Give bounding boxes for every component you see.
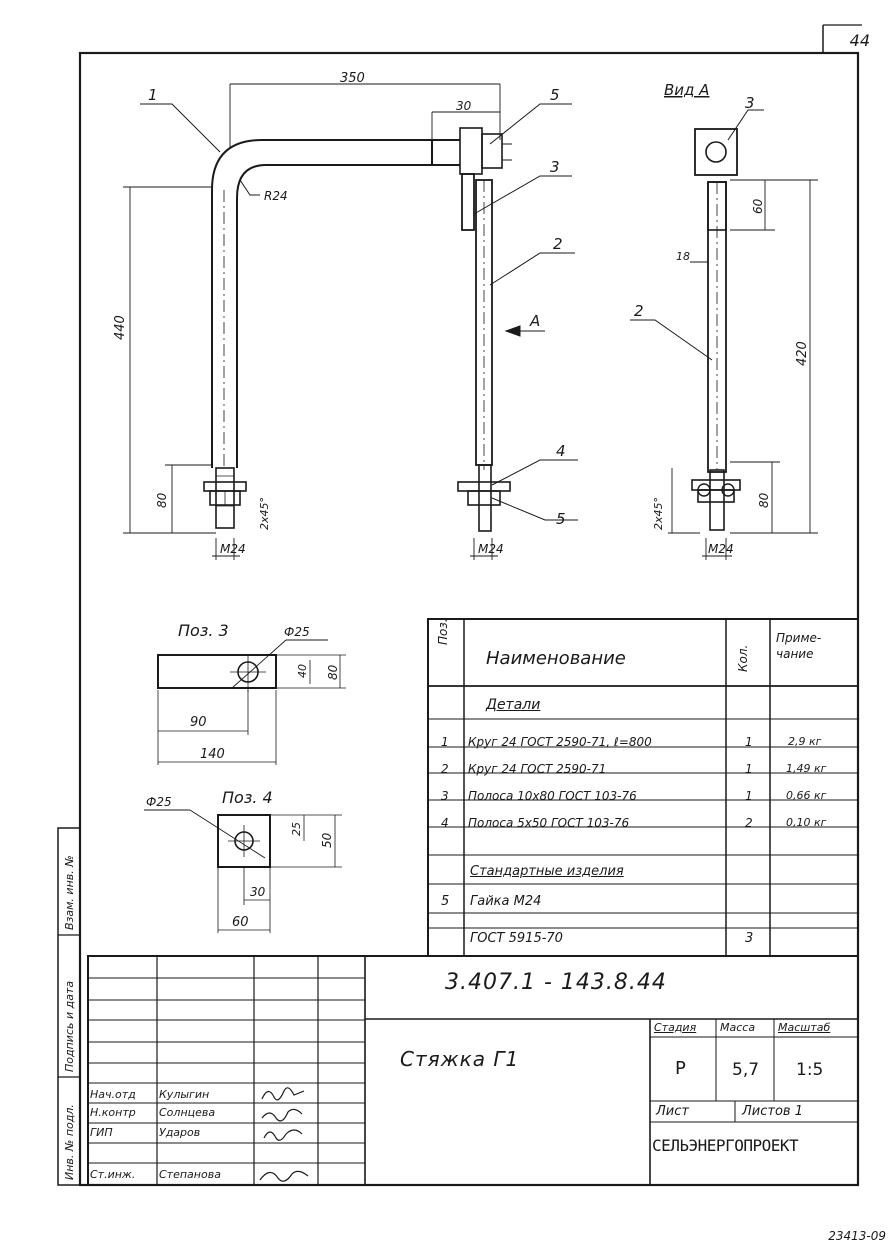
dim-m24-middle: M24: [478, 542, 504, 556]
dim-440: 440: [113, 315, 128, 340]
callout-3-view: 3: [745, 94, 755, 112]
stamp-signature-date: Подпись и дата: [63, 981, 76, 1072]
table-row-note: 0,10 кг: [786, 816, 827, 829]
stamp-inv-no: Инв. № подл.: [63, 1104, 76, 1180]
table-header-pos: Поз.: [436, 618, 450, 645]
stage-label: Стадия: [654, 1021, 697, 1034]
pos4-title: Поз. 4: [222, 788, 273, 807]
pos3-dim-40: 40: [296, 664, 309, 678]
callout-2: 2: [553, 235, 563, 253]
table-row-note: 2,9 кг: [788, 735, 822, 748]
leader-lines: [140, 103, 764, 521]
sheet-frame: [57, 24, 862, 1187]
archive-code: 23413-09: [828, 1229, 886, 1243]
table-row-pos: 3: [441, 789, 449, 803]
pos4-drawing: [144, 809, 342, 933]
dim-30: 30: [456, 99, 472, 113]
table-row-name: Гайка М24: [470, 894, 542, 909]
staff-role: ГИП: [90, 1126, 113, 1139]
pos3-drawing: [157, 639, 346, 765]
dim-60: 60: [751, 198, 765, 214]
scale-value: 1:5: [796, 1060, 824, 1080]
table-row-name: ГОСТ 5915-70: [470, 931, 563, 946]
table-row-note: 1,49 кг: [786, 762, 827, 775]
callout-2-view: 2: [634, 302, 644, 320]
stage-value: Р: [675, 1058, 686, 1079]
mass-label: Масса: [720, 1021, 756, 1034]
table-row-name: Круг 24 ГОСТ 2590-71, ℓ=800: [468, 735, 652, 749]
table-section-standard: Стандартные изделия: [470, 864, 624, 879]
pos3-dim-140: 140: [200, 747, 225, 762]
staff-name: Степанова: [159, 1168, 221, 1181]
view-a-label: Вид А: [664, 81, 709, 99]
stamp-replace-inv: Взам. инв. №: [63, 855, 76, 930]
organization-name: СЕЛЬЭНЕРГОПРОЕКТ: [652, 1136, 799, 1155]
staff-role: Нач.отд: [90, 1088, 136, 1101]
pos3-title: Поз. 3: [178, 621, 229, 640]
staff-role: Ст.инж.: [90, 1168, 136, 1181]
table-row-qty: 1: [745, 762, 753, 776]
pos3-dim-80: 80: [326, 664, 340, 680]
table-row-pos: 5: [441, 894, 450, 909]
dimension-lines: [123, 83, 818, 560]
sheet-label: Лист: [656, 1104, 689, 1119]
bolt-second-view: [457, 173, 511, 532]
pos4-diameter: Ф25: [146, 795, 172, 809]
dim-420: 420: [795, 341, 810, 366]
pos4-dim-30: 30: [250, 885, 266, 899]
pos4-dim-60: 60: [232, 915, 249, 930]
view-a: [691, 128, 741, 531]
pos3-dim-90: 90: [190, 715, 207, 730]
callout-5-bottom: 5: [556, 510, 566, 528]
table-row-qty: 3: [745, 931, 754, 946]
dim-r24: R24: [264, 189, 288, 203]
table-row-name: Полоса 5х50 ГОСТ 103-76: [468, 816, 630, 830]
table-section-details: Детали: [486, 697, 541, 713]
table-row-pos: 2: [441, 762, 449, 776]
table-row-note: 0,66 кг: [786, 789, 827, 802]
sheet-number: 44: [849, 31, 870, 50]
pos4-dim-25: 25: [290, 822, 303, 836]
mass-value: 5,7: [732, 1060, 760, 1080]
callout-1: 1: [148, 86, 158, 104]
dim-18: 18: [676, 250, 690, 263]
staff-name: Ударов: [159, 1126, 201, 1139]
drawing-title: Стяжка Г1: [400, 1047, 520, 1071]
sheets-label: Листов 1: [742, 1104, 803, 1119]
pos4-dim-50: 50: [320, 832, 334, 848]
dim-80-left: 80: [155, 492, 169, 508]
table-row-name: Полоса 10х80 ГОСТ 103-76: [468, 789, 637, 803]
table-row-qty: 1: [745, 789, 753, 803]
title-block-grid: [87, 955, 859, 1186]
dim-350: 350: [340, 71, 365, 86]
staff-role: Н.контр: [90, 1106, 136, 1119]
callout-5-top: 5: [550, 86, 560, 104]
callout-4: 4: [556, 442, 566, 460]
table-row-qty: 1: [745, 735, 753, 749]
table-row-pos: 4: [441, 816, 449, 830]
dim-80-right: 80: [757, 492, 771, 508]
dim-chamfer-left: 2x45°: [258, 497, 271, 530]
scale-label: Масштаб: [778, 1021, 831, 1034]
table-row-pos: 1: [441, 735, 449, 749]
drawing-designation: 3.407.1 - 143.8.44: [445, 970, 667, 995]
staff-name: Солнцева: [159, 1106, 216, 1119]
staff-name: Кулыгин: [159, 1088, 210, 1101]
table-row-qty: 2: [745, 816, 753, 830]
pos3-diameter: Ф25: [284, 625, 310, 639]
table-header-name: Наименование: [486, 648, 626, 669]
dim-m24-right: M24: [708, 542, 734, 556]
table-row-name: Круг 24 ГОСТ 2590-71: [468, 762, 607, 776]
bolt-main-view: [203, 127, 512, 529]
signatures: [259, 1087, 309, 1182]
table-header-note: Приме- чание: [776, 631, 822, 661]
dim-chamfer-right: 2x45°: [652, 497, 665, 530]
view-arrow-label: A: [529, 312, 540, 330]
table-header-qty: Кол.: [736, 644, 750, 672]
callout-3: 3: [550, 158, 560, 176]
dim-m24-left: M24: [220, 542, 246, 556]
